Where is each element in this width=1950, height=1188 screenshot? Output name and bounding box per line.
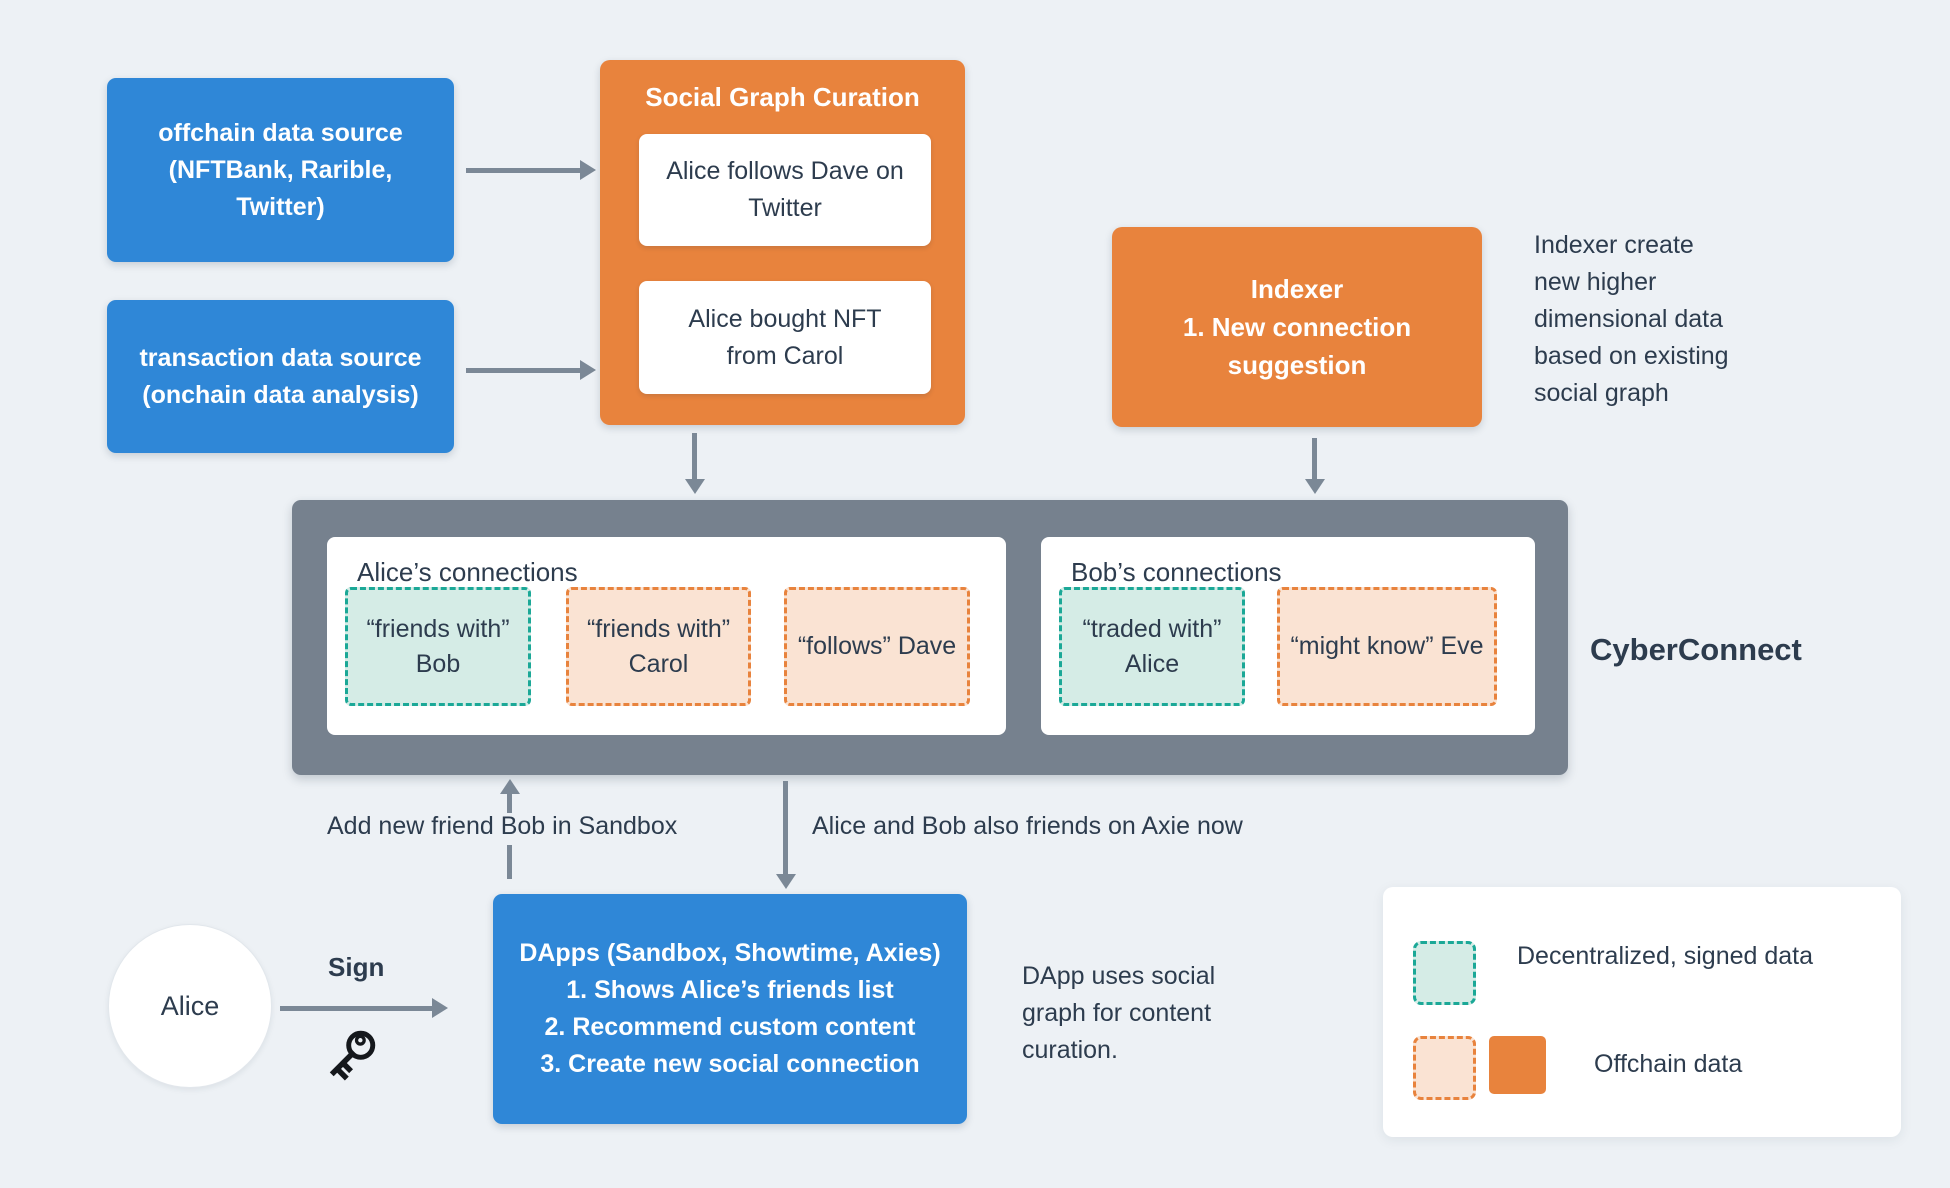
indexer-annotation: Indexer create new higher dimensional da… [1534,231,1729,407]
dapps-node: DApps (Sandbox, Showtime, Axies) 1. Show… [493,894,967,1124]
curation-event-follows: Alice follows Dave on Twitter [639,134,931,246]
social-graph-curation-node: Social Graph Curation Alice follows Dave… [600,60,965,425]
offchain-data-source-node: offchain data source (NFTBank, Rarible, … [107,78,454,262]
chip-friends-with-carol: “friends with” Carol [566,587,751,706]
legend-signed-swatch [1413,941,1476,1005]
arrow-cyberconnect-to-dapps-head [776,874,796,889]
axie-flow-label: Alice and Bob also friends on Axie now [812,812,1243,840]
arrow-alice-to-dapps-line [280,1006,432,1011]
add-friend-flow-label: Add new friend Bob in Sandbox [327,812,678,840]
arrow-indexer-to-cyberconnect-line [1312,438,1317,479]
chip-follows-dave: “follows” Dave [784,587,970,706]
arrow-curation-to-cyberconnect-head [685,479,705,494]
arrow-dapps-to-cyberconnect-head [500,779,520,794]
curation-event-bought: Alice bought NFT from Carol [639,281,931,394]
chip-traded-with-alice: “traded with” Alice [1059,587,1245,706]
chip-might-know-eve: “might know” Eve [1277,587,1497,706]
dapps-annotation: DApp uses social graph for content curat… [1022,962,1216,1064]
bob-connections-title: Bob’s connections [1071,557,1282,587]
chip-friends-with-bob: “friends with” Bob [345,587,531,706]
arrow-offchain-to-curation-head [580,160,596,180]
legend-offchain-dashed-swatch [1413,1036,1476,1100]
key-icon [329,1030,376,1081]
actor-alice: Alice [108,924,272,1088]
arrow-transaction-to-curation-head [580,360,596,380]
arrow-curation-to-cyberconnect-line [692,433,697,479]
legend-offchain-solid-swatch [1489,1036,1546,1094]
arrow-cyberconnect-to-dapps-line [783,781,788,875]
arrow-transaction-to-curation-line [466,368,582,373]
legend-offchain-label: Offchain data [1594,1050,1743,1078]
transaction-data-source-node: transaction data source (onchain data an… [107,300,454,453]
arrow-indexer-to-cyberconnect-head [1305,479,1325,494]
indexer-label: Indexer 1. New connection suggestion [1182,274,1412,380]
legend-signed-label: Decentralized, signed data [1517,942,1814,970]
cyberconnect-brand-label: CyberConnect [1590,632,1802,667]
indexer-node: Indexer 1. New connection suggestion [1112,227,1482,427]
social-graph-curation-title: Social Graph Curation [645,82,920,112]
legend: Decentralized, signed data Offchain data [1383,887,1901,1137]
arrow-alice-to-dapps-head [432,998,448,1018]
arrow-offchain-to-curation-line [466,168,582,173]
sign-label: Sign [328,952,385,982]
arrow-dapps-to-cyberconnect-line-top [507,793,512,813]
alice-connections-title: Alice’s connections [357,557,578,587]
arrow-dapps-to-cyberconnect-line-bottom [507,845,512,879]
